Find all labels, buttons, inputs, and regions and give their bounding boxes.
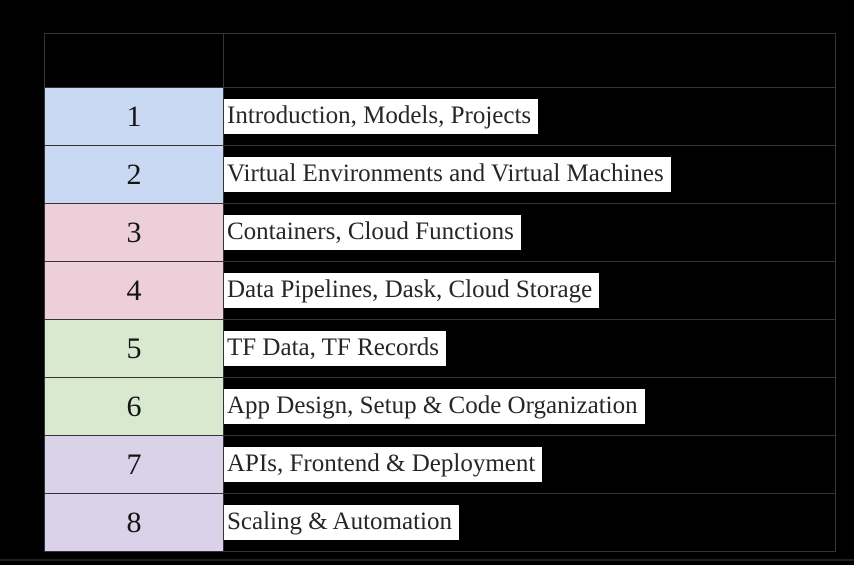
topic-header-cell: [223, 33, 836, 88]
topic-cell: App Design, Setup & Code Organization: [223, 377, 836, 436]
bottom-edge-divider: [0, 559, 854, 561]
topic-text: Introduction, Models, Projects: [224, 99, 539, 134]
week-number: 8: [126, 505, 142, 539]
topic-cell: Data Pipelines, Dask, Cloud Storage: [223, 261, 836, 320]
topic-cell: TF Data, TF Records: [223, 319, 836, 378]
topic-cell: Scaling & Automation: [223, 493, 836, 552]
topic-cell: Virtual Environments and Virtual Machine…: [223, 145, 836, 204]
week-number: 3: [126, 215, 142, 249]
week-number-cell: 2: [44, 145, 224, 204]
week-number: 5: [126, 331, 142, 365]
topic-text: TF Data, TF Records: [224, 331, 447, 366]
table-row: 8 Scaling & Automation: [44, 493, 836, 552]
topic-text: App Design, Setup & Code Organization: [224, 389, 645, 424]
week-number: 7: [126, 447, 142, 481]
week-header-cell: [44, 33, 224, 88]
table-row: 4 Data Pipelines, Dask, Cloud Storage: [44, 261, 836, 320]
topic-text: Containers, Cloud Functions: [224, 215, 521, 250]
table-row: 2 Virtual Environments and Virtual Machi…: [44, 145, 836, 204]
topic-text: APIs, Frontend & Deployment: [224, 447, 543, 482]
week-number-cell: 3: [44, 203, 224, 262]
topic-text: Scaling & Automation: [224, 505, 459, 540]
week-number-cell: 7: [44, 435, 224, 494]
week-number-cell: 1: [44, 87, 224, 146]
table-row: 3 Containers, Cloud Functions: [44, 203, 836, 262]
table-row: 5 TF Data, TF Records: [44, 319, 836, 378]
table-header-row: [44, 33, 836, 88]
topic-cell: Introduction, Models, Projects: [223, 87, 836, 146]
table-row: 1 Introduction, Models, Projects: [44, 87, 836, 146]
week-number: 1: [126, 99, 142, 133]
topic-cell: Containers, Cloud Functions: [223, 203, 836, 262]
week-number-cell: 8: [44, 493, 224, 552]
week-number-cell: 5: [44, 319, 224, 378]
week-number-cell: 4: [44, 261, 224, 320]
week-number-cell: 6: [44, 377, 224, 436]
week-number: 2: [126, 157, 142, 191]
week-number: 6: [126, 389, 142, 423]
week-number: 4: [126, 273, 142, 307]
topic-text: Data Pipelines, Dask, Cloud Storage: [224, 273, 600, 308]
table-row: 7 APIs, Frontend & Deployment: [44, 435, 836, 494]
topic-cell: APIs, Frontend & Deployment: [223, 435, 836, 494]
course-schedule-table: 1 Introduction, Models, Projects 2 Virtu…: [44, 33, 836, 552]
topic-text: Virtual Environments and Virtual Machine…: [224, 157, 671, 192]
table-row: 6 App Design, Setup & Code Organization: [44, 377, 836, 436]
